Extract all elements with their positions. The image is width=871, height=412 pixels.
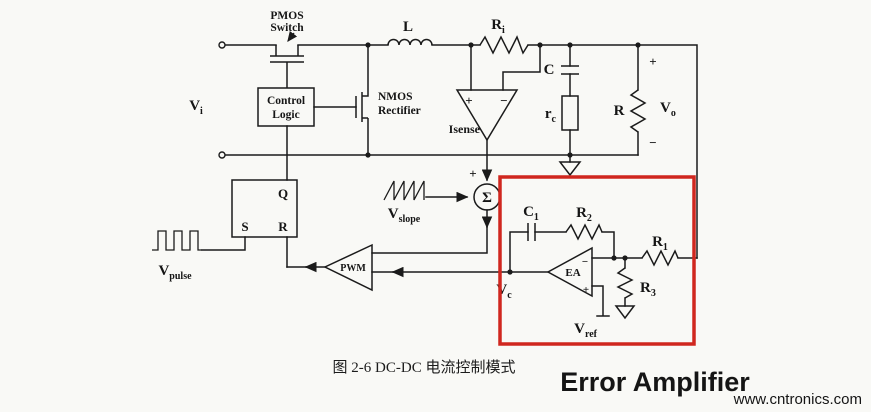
error-amplifier-block: EA − + C1 R2 R1 R3 Vc Vref [496,204,698,340]
r3-label: R3 [640,280,656,299]
c1-label: C1 [523,204,539,223]
latch-s-label: S [241,219,248,234]
sense-tap-wires [470,44,541,91]
vout-label: Vo [660,100,676,119]
summer-plus-sign: + [469,166,476,181]
isense-minus-sign: − [500,93,507,108]
vin-label: Vi [189,98,203,117]
latch-input-wires [201,236,288,268]
r1-resistor [641,249,679,267]
vslope-label: Vslope [388,206,421,225]
esr-resistor [561,95,579,131]
isense-label: Isense [449,122,481,136]
pmos-pointer-arrow [287,30,298,43]
pulse-train-icon [152,230,202,251]
power-rails [218,41,698,259]
pmos-switch: PMOS Switch [270,10,304,88]
latch-r-label: R [278,219,288,234]
latch-q-label: Q [278,186,288,201]
r1-label: R1 [652,234,668,253]
c1-capacitor [527,223,536,241]
r2-resistor [565,223,603,241]
junction-dots [365,42,641,275]
isense-amplifier: + − Isense [449,89,519,182]
control-logic-block: Control Logic [257,87,357,181]
nmos-label-line2: Rectifier [378,105,421,117]
nmos-rectifier: NMOS Rectifier [355,45,421,155]
control-logic-line2: Logic [272,109,299,121]
inductor-label: L [403,19,413,35]
ea-network-wires [509,231,698,317]
load-label: R [614,103,625,119]
output-network: C rc R + Vo − [544,44,676,177]
error-amplifier-annotation: Error Amplifier [560,367,750,397]
watermark: www.cntronics.com [733,391,862,408]
r2-label: R2 [576,205,592,224]
nmos-label-line1: NMOS [378,91,413,103]
control-logic-line1: Control [267,95,305,107]
pwm-comparator: PWM [286,243,373,292]
isense-plus-sign: + [465,93,472,108]
ea-plus-sign: + [583,284,589,296]
highlight-box [498,175,696,346]
sense-resistor-label: Ri [491,17,505,36]
pulse-waveform: Vpulse [152,230,202,282]
r3-resistor [616,267,634,299]
inductor: L [387,19,433,46]
load-resistor [629,89,647,133]
sense-resistor: Ri [470,17,541,91]
ea-minus-sign: − [582,256,588,268]
control-logic-wires [286,106,357,181]
vout-minus-sign: − [649,135,656,150]
figure-caption: 图 2-6 DC-DC 电流控制模式 [333,359,516,376]
ea-triangle [546,246,593,298]
vc-label: Vc [496,282,512,301]
ea-label: EA [565,267,580,279]
slope-waveform: Vslope [383,180,469,225]
output-capacitor [561,65,579,75]
pmos-label-line1: PMOS [270,10,303,22]
sigma-symbol: Σ [482,190,492,206]
vpulse-label: Vpulse [158,263,192,282]
vref-label: Vref [574,321,598,340]
cap-label: C [544,62,555,78]
pwm-label: PWM [340,263,366,274]
vout-plus-sign: + [649,54,656,69]
sr-latch: Q S R [201,179,298,268]
pmos-label-line2: Switch [270,22,304,34]
input-terminal-bottom [218,151,226,159]
ground-symbol-output [558,161,582,177]
input-terminal-top [218,41,226,49]
summer-to-pwm-wire [371,226,488,254]
sr-latch-box [231,179,298,238]
sawtooth-icon [383,180,425,201]
esr-label: rc [545,106,557,125]
ground-symbol-r3 [614,305,636,320]
summing-node: Σ + [371,166,501,254]
